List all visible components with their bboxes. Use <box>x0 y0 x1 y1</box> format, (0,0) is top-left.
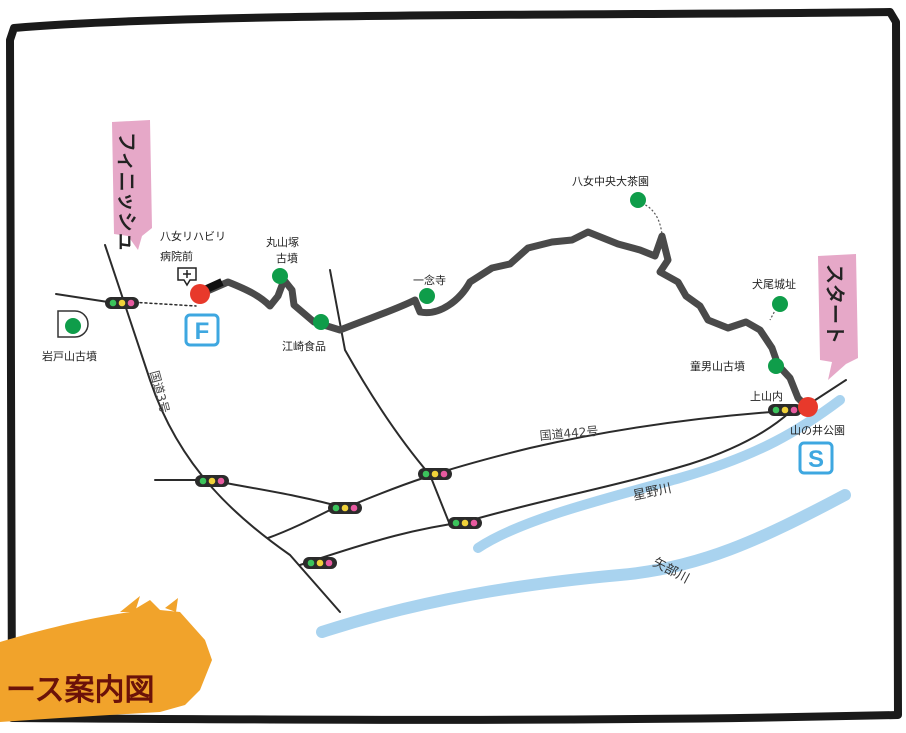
yabe-river <box>316 489 851 638</box>
banner-title: ース案内図 <box>6 673 155 708</box>
finish-marker-letter: F <box>195 318 210 345</box>
finish-callout-text: フィニッシュ <box>115 132 139 252</box>
landmark-spots <box>65 192 788 374</box>
start-callout: スタート <box>818 254 858 380</box>
start-marker-icon: S <box>798 441 834 475</box>
spot-ezaki <box>313 314 329 330</box>
finish-point <box>190 284 210 304</box>
label-rehab-1: 八女リハビリ <box>160 229 226 243</box>
spot-iwatoyama <box>65 318 81 334</box>
label-route442: 国道442号 <box>539 424 599 443</box>
course-route <box>201 228 810 410</box>
spot-maruyama <box>272 268 288 284</box>
label-ichinenji: 一念寺 <box>413 273 446 287</box>
start-callout-text: スタート <box>823 264 847 344</box>
traffic-lights <box>105 297 802 569</box>
label-doonan: 童男山古墳 <box>690 359 745 373</box>
spot-chaen <box>630 192 646 208</box>
label-rehab-2: 病院前 <box>160 249 193 263</box>
label-maruyama-2: 古墳 <box>276 252 298 265</box>
label-ezaki: 江崎食品 <box>282 339 326 353</box>
finish-callout: フィニッシュ <box>112 120 152 252</box>
label-maruyama-1: 丸山塚 <box>266 236 299 249</box>
label-chaen: 八女中央大茶園 <box>572 174 649 188</box>
hospital-icon <box>177 267 197 287</box>
spot-inuo <box>772 296 788 312</box>
hoshino-river <box>473 395 845 553</box>
start-marker-letter: S <box>808 446 824 473</box>
label-iwatoyama: 岩戸山古墳 <box>42 349 97 363</box>
label-inuo: 犬尾城址 <box>752 277 796 291</box>
start-point <box>798 397 818 417</box>
label-kamiyamauchi: 上山内 <box>750 389 783 403</box>
finish-marker-icon: F <box>184 313 220 347</box>
spot-ichinenji <box>419 288 435 304</box>
spot-doonan <box>768 358 784 374</box>
map-frame <box>6 8 902 724</box>
title-banner: ース案内図 <box>0 596 212 722</box>
label-yamanoi: 山の井公園 <box>790 423 845 437</box>
